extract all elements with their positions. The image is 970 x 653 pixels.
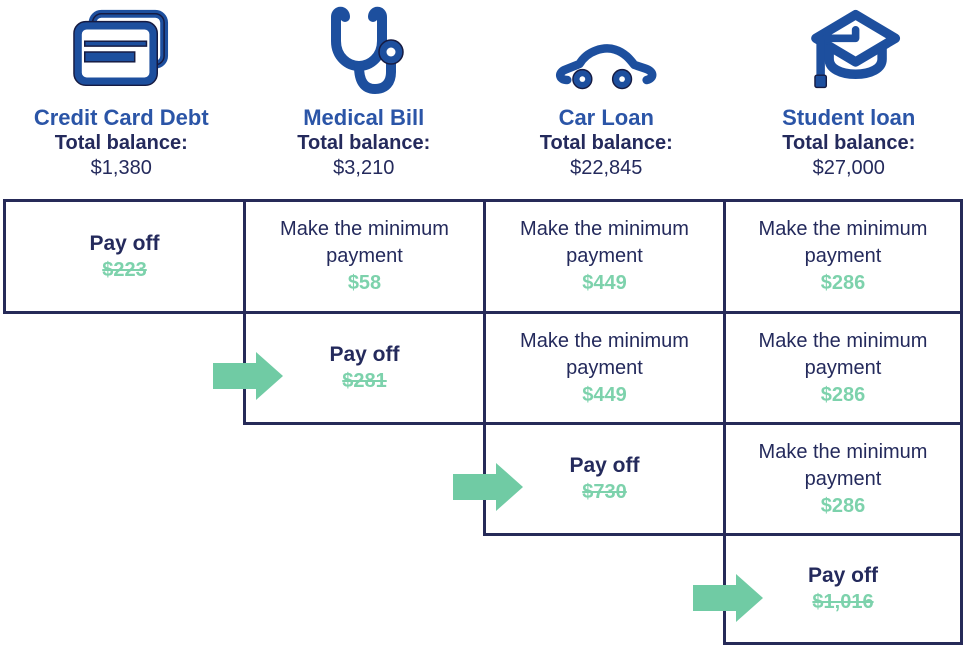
cell-action: Make the minimum payment: [758, 440, 928, 490]
balance-value: $22,845: [570, 157, 643, 179]
balance-value: $3,210: [333, 157, 395, 179]
balance-value: $27,000: [812, 157, 885, 179]
cell-action: Pay off: [807, 564, 878, 587]
cell-action: Pay off: [89, 231, 160, 255]
cell-action: Make the minimum payment: [758, 218, 928, 267]
graduation-cap-icon: [797, 0, 901, 104]
cell-action: Make the minimum payment: [520, 218, 689, 267]
plan-cell-minimum-car-loan-2: Make the minimum payment $449: [483, 311, 726, 425]
column-title: Student loan: [782, 105, 916, 130]
cell-amount: $286: [820, 494, 866, 517]
balance-value: $1,380: [90, 157, 152, 179]
cell-action: Pay off: [569, 454, 640, 477]
stethoscope-icon: [314, 0, 414, 104]
cell-action: Make the minimum payment: [280, 218, 449, 267]
cell-amount: $730: [582, 481, 627, 503]
column-header-car-loan: Car Loan Total balance: $22,845: [485, 0, 728, 196]
cell-amount: $58: [347, 272, 382, 294]
plan-cell-minimum-student-loan: Make the minimum payment $286: [723, 199, 963, 314]
balance-label: Total balance:: [297, 132, 431, 154]
plan-cell-payoff-medical-bill: Pay off $281: [243, 311, 486, 425]
cell-amount: $286: [820, 383, 866, 406]
balance-label: Total balance:: [782, 132, 916, 154]
plan-cell-payoff-credit-card: Pay off $223: [3, 199, 246, 314]
column-title: Medical Bill: [303, 105, 425, 130]
debt-columns-header: Credit Card Debt Total balance: $1,380 M…: [0, 0, 970, 196]
plan-cell-minimum-car-loan: Make the minimum payment $449: [483, 199, 726, 314]
cell-amount: $223: [102, 258, 147, 281]
column-header-student-loan: Student loan Total balance: $27,000: [728, 0, 970, 196]
column-title: Credit Card Debt: [33, 105, 209, 130]
cell-action: Make the minimum payment: [520, 329, 689, 379]
cell-action: Make the minimum payment: [758, 329, 928, 379]
next-step-arrow-icon: [693, 574, 763, 622]
column-title: Car Loan: [558, 105, 654, 130]
plan-cell-minimum-medical-bill: Make the minimum payment $58: [243, 199, 486, 314]
cell-amount: $281: [342, 370, 387, 392]
column-header-medical-bill: Medical Bill Total balance: $3,210: [243, 0, 486, 196]
plan-cell-minimum-student-loan-2: Make the minimum payment $286: [723, 311, 963, 425]
next-step-arrow-icon: [213, 352, 283, 400]
plan-cell-payoff-student-loan: Pay off $1,016: [723, 533, 963, 645]
cell-amount: $1,016: [812, 591, 874, 613]
balance-label: Total balance:: [539, 132, 673, 154]
cell-amount: $449: [582, 272, 627, 294]
credit-cards-icon: [72, 0, 170, 104]
cell-action: Pay off: [329, 343, 400, 366]
car-icon: [554, 0, 658, 104]
column-header-credit-card: Credit Card Debt Total balance: $1,380: [0, 0, 243, 196]
next-step-arrow-icon: [453, 463, 523, 511]
cell-amount: $286: [820, 272, 866, 294]
cell-amount: $449: [582, 383, 627, 406]
balance-label: Total balance:: [54, 132, 188, 154]
plan-cell-minimum-student-loan-3: Make the minimum payment $286: [723, 422, 963, 536]
